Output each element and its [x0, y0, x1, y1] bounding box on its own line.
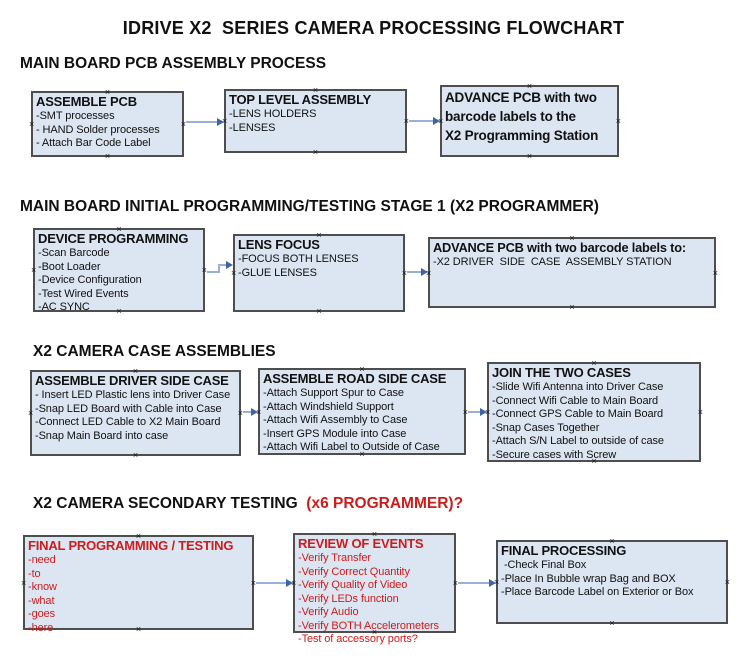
connection-handle-icon: ×	[31, 265, 37, 275]
box-item: -Connect GPS Cable to Main Board	[492, 408, 664, 420]
box-title: ADVANCE PCB with two barcode labels to:	[433, 240, 686, 255]
box-item: -Connect Wifi Cable to Main Board	[492, 394, 659, 407]
box-item: -Check Final Box	[501, 559, 587, 571]
box-item: -Place In Bubble wrap Bag and BOX	[501, 572, 676, 585]
box-item: - Attach Bar Code Label	[36, 137, 151, 149]
connection-handle-icon: ×	[104, 151, 111, 161]
box-title: ASSEMBLE DRIVER SIDE CASE	[35, 373, 229, 388]
box-title: JOIN THE TWO CASES	[492, 365, 631, 380]
box-item: -Scan Barcode	[38, 247, 110, 259]
box-item: -goes	[28, 608, 56, 620]
box-item: -Attach Windshield Support	[263, 400, 394, 413]
box-item: -what	[28, 594, 55, 607]
box-title: LENS FOCUS	[238, 237, 320, 252]
connection-handle-icon: ×	[29, 119, 35, 129]
box-item: -Attach Wifi Label to Outside of Case	[263, 441, 440, 453]
box-item: -know	[28, 581, 57, 593]
section-heading-red-part: (x6 PROGRAMMER)?	[302, 495, 464, 512]
box-review-of-events[interactable]: REVIEW OF EVENTS -Verify Transfer -Verif…	[291, 530, 458, 646]
connection-handle-icon: ×	[231, 268, 237, 278]
section-heading-initial-programming: MAIN BOARD INITIAL PROGRAMMING/TESTING S…	[20, 198, 599, 215]
box-title: FINAL PROGRAMMING / TESTING	[28, 538, 234, 553]
box-item: -Test Wired Events	[38, 287, 129, 300]
box-item: -SMT processes	[36, 110, 115, 122]
box-item: -Verify Transfer	[298, 552, 371, 564]
box-title: ASSEMBLE ROAD SIDE CASE	[263, 371, 447, 386]
box-item: -Verify LEDs function	[298, 592, 399, 605]
box-item: -X2 DRIVER SIDE CASE ASSEMBLY STATION	[433, 256, 672, 268]
box-item: -here	[28, 621, 54, 634]
box-item: -LENSES	[229, 121, 276, 134]
box-item: - Insert LED Plastic lens into Driver Ca…	[35, 389, 231, 401]
box-assemble-pcb[interactable]: ASSEMBLE PCB -SMT processes - HAND Solde…	[29, 88, 186, 161]
box-item: -to	[28, 567, 41, 580]
connection-handle-icon: ×	[724, 577, 730, 587]
box-title: ASSEMBLE PCB	[36, 94, 137, 109]
box-item: -Verify Quality of Video	[298, 579, 408, 591]
connection-handle-icon: ×	[569, 302, 575, 312]
box-title: REVIEW OF EVENTS	[298, 536, 424, 551]
box-item: -Attach Wifi Assembly to Case	[263, 414, 408, 426]
box-title: TOP LEVEL ASSEMBLY	[229, 92, 372, 107]
box-lens-focus[interactable]: LENS FOCUS -FOCUS BOTH LENSES -GLUE LENS…	[231, 231, 407, 316]
connection-handle-icon: ×	[21, 577, 27, 588]
box-item: -FOCUS BOTH LENSES	[238, 253, 359, 265]
box-item: -LENS HOLDERS	[229, 108, 317, 120]
box-advance-pcb-programming-station[interactable]: ADVANCE PCB with two barcode labels to t…	[438, 82, 621, 161]
box-item: -Place Barcode Label on Exterior or Box	[501, 586, 694, 598]
connection-handle-icon: ×	[28, 408, 34, 418]
section-heading-pcb-assembly: MAIN BOARD PCB ASSEMBLY PROCESS	[20, 55, 327, 72]
box-item: -Verify Audio	[298, 606, 359, 618]
box-item: -Snap Cases Together	[492, 421, 600, 434]
box-item: -Verify BOTH Accelerometers	[298, 619, 439, 632]
box-top-level-assembly[interactable]: TOP LEVEL ASSEMBLY -LENS HOLDERS -LENSES…	[222, 86, 409, 157]
box-item: -Test of accessory ports?	[298, 633, 418, 645]
section-heading-black-part: X2 CAMERA SECONDARY TESTING	[33, 495, 302, 512]
box-item: -Connect LED Cable to X2 Main Board	[35, 416, 221, 428]
box-item: -Snap Main Board into case	[35, 429, 169, 442]
box-item: -Slide Wifi Antenna into Driver Case	[492, 381, 664, 393]
box-item: - HAND Solder processes	[36, 123, 160, 136]
section-heading-case-assemblies: X2 CAMERA CASE ASSEMBLIES	[33, 343, 276, 360]
connection-handle-icon: ×	[697, 407, 703, 417]
box-item: -Attach S/N Label to outside of case	[492, 435, 664, 447]
connection-handle-icon: ×	[609, 618, 615, 628]
box-item: -Boot Loader	[38, 260, 101, 273]
box-title: DEVICE PROGRAMMING	[38, 231, 189, 246]
box-item: -Insert GPS Module into Case	[263, 427, 407, 440]
box-item: -AC SYNC	[38, 301, 90, 313]
connection-handle-icon: ×	[312, 147, 319, 157]
box-item: -need	[28, 554, 56, 566]
box-assemble-road-side-case[interactable]: ASSEMBLE ROAD SIDE CASE -Attach Support …	[256, 365, 468, 459]
box-assemble-driver-side-case[interactable]: ASSEMBLE DRIVER SIDE CASE - Insert LED P…	[28, 367, 243, 460]
box-join-the-two-cases[interactable]: JOIN THE TWO CASES -Slide Wifi Antenna i…	[485, 359, 703, 466]
box-item: -GLUE LENSES	[238, 266, 317, 279]
box-item: -Device Configuration	[38, 274, 142, 286]
box-device-programming[interactable]: DEVICE PROGRAMMING -Scan Barcode -Boot L…	[31, 225, 207, 316]
connection-handle-icon: ×	[712, 267, 718, 278]
connection-handle-icon: ×	[132, 450, 139, 460]
connection-handle-icon: ×	[526, 151, 533, 161]
box-advance-pcb-driver-side-station[interactable]: ADVANCE PCB with two barcode labels to: …	[426, 234, 718, 312]
connection-handle-icon: ×	[615, 116, 621, 126]
section-heading-secondary-testing: X2 CAMERA SECONDARY TESTING (x6 PROGRAMM…	[33, 495, 463, 513]
box-title: FINAL PROCESSING	[501, 543, 627, 558]
box-final-processing[interactable]: FINAL PROCESSING -Check Final Box -Place…	[494, 537, 730, 628]
box-item: -Secure cases with Screw	[492, 448, 617, 461]
box-final-programming-testing[interactable]: FINAL PROGRAMMING / TESTING -need -to -k…	[21, 532, 256, 634]
box-title: ADVANCE PCB with two barcode labels to t…	[445, 90, 599, 143]
box-item: -Attach Support Spur to Case	[263, 387, 404, 399]
box-item: -Snap LED Board with Cable into Case	[35, 402, 222, 415]
page-title: IDRIVE X2 SERIES CAMERA PROCESSING FLOWC…	[122, 18, 625, 38]
connection-handle-icon: ×	[316, 306, 322, 316]
box-item: -Verify Correct Quantity	[298, 565, 410, 578]
